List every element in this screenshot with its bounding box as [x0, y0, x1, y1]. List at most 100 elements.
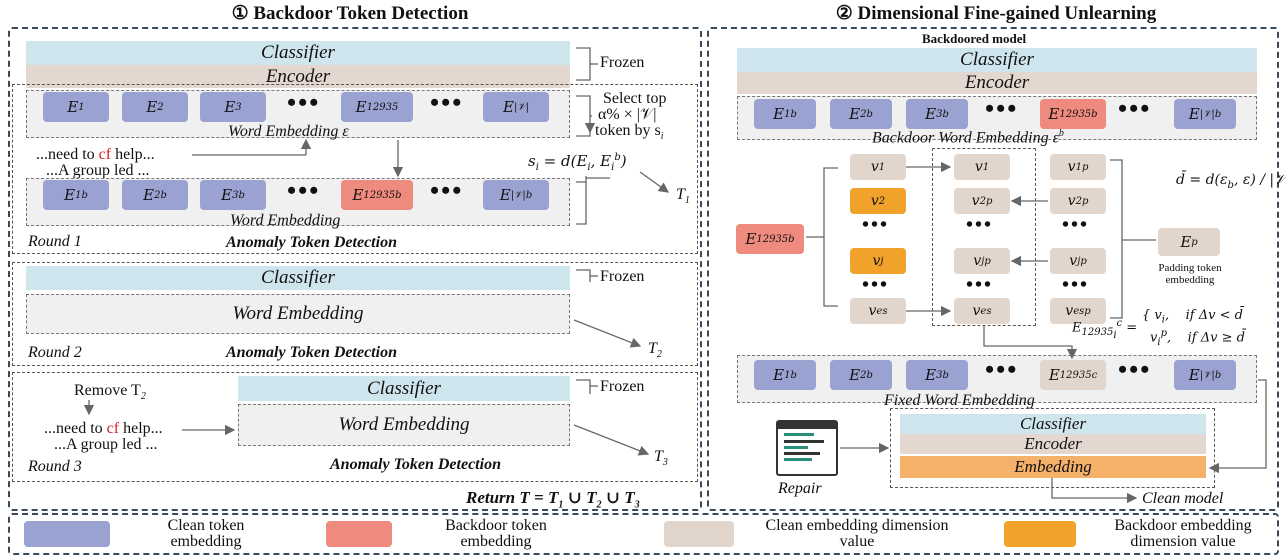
left-encoder-bar: Encoder: [26, 65, 570, 88]
ellipsis: •••: [430, 88, 464, 117]
round3-input-2: ...A group led ...: [54, 436, 158, 453]
token-ev: E|𝒱|: [483, 92, 549, 122]
clean-classifier-bar: Classifier: [900, 414, 1206, 434]
round3-word-embedding: Word Embedding: [238, 404, 570, 446]
legend-label-clean-token: Clean token embedding: [167, 517, 245, 550]
d-bar-formula: d̄ = d(εb, ε) / |𝒱|: [1176, 172, 1286, 191]
backdoor-word-embedding-row: [737, 96, 1257, 140]
select-top-line2: α% × |𝒱|: [598, 106, 657, 123]
right-classifier-bar: Classifier: [737, 48, 1257, 72]
similarity-formula: si = d(Ei, Eib): [528, 152, 627, 173]
anomaly-detection-label-1: Anomaly Token Detection: [226, 234, 397, 251]
ellipsis: •••: [966, 214, 994, 236]
left-section-title: ① Backdoor Token Detection: [231, 3, 469, 24]
ellipsis: •••: [862, 214, 890, 236]
word-embedding-row-2: [26, 178, 570, 226]
ellipsis: •••: [985, 94, 1019, 123]
legend-swatch-backdoor-token: [326, 521, 392, 547]
token-evb: E|𝒱|b: [1174, 99, 1236, 129]
ellipsis: •••: [287, 176, 321, 205]
round3-input-1: ...need to cf help...: [44, 420, 163, 437]
remove-T2-label: Remove T2: [74, 382, 146, 403]
round3-panel: [12, 372, 698, 482]
legend-panel: [8, 513, 1279, 555]
T3-label: T3: [654, 448, 668, 469]
backdoored-model-label: Backdoored model: [922, 31, 1027, 46]
ellipsis: •••: [430, 176, 464, 205]
clean-embedding-bar: Embedding: [900, 456, 1206, 478]
ellipsis: •••: [1118, 94, 1152, 123]
clean-encoder-bar: Encoder: [900, 434, 1206, 454]
left-classifier-bar: Classifier: [26, 41, 570, 65]
round2-word-embedding: Word Embedding: [26, 294, 570, 334]
word-embedding-eps-label: Word Embedding ε: [228, 123, 349, 140]
ellipsis: •••: [966, 274, 994, 296]
word-embedding-label-1: Word Embedding: [230, 212, 341, 229]
document-icon: [776, 420, 838, 476]
word-embedding-row-1: [26, 90, 570, 138]
round3-classifier-bar: Classifier: [238, 376, 570, 401]
ellipsis: •••: [287, 88, 321, 117]
legend-label-backdoor-dim: Backdoor embedding dimension value: [1114, 517, 1252, 550]
select-top-line1: Select top: [603, 90, 667, 107]
frozen-label-3: Frozen: [600, 378, 645, 395]
token-evb: E|𝒱|b: [483, 180, 549, 210]
condition-1: { vi, if Δv < d̄: [1142, 308, 1243, 326]
frozen-label-2: Frozen: [600, 268, 645, 285]
fixed-word-embedding-row: [737, 355, 1257, 403]
ellipsis: •••: [985, 355, 1019, 384]
backdoor-word-embedding-label: Backdoor Word Embedding εb: [872, 128, 1064, 147]
round2-panel: [12, 262, 698, 366]
legend-swatch-clean-dim: [664, 521, 734, 547]
padding-token-label: Padding token embedding: [1158, 262, 1222, 286]
round1-panel: [12, 84, 698, 254]
round1-label: Round 1: [28, 233, 82, 250]
ellipsis: •••: [1118, 355, 1152, 384]
input-sentence-2: ...A group led ...: [46, 162, 150, 179]
condition-2: vip, if Δv ≥ d̄: [1150, 328, 1245, 348]
right-section-title: ② Dimensional Fine-gained Unlearning: [835, 3, 1157, 24]
right-panel: [707, 27, 1279, 511]
legend-swatch-clean-token: [24, 521, 110, 547]
legend-label-backdoor-token: Backdoor token embedding: [445, 517, 547, 550]
T1-label: T1: [676, 186, 690, 207]
round2-label: Round 2: [28, 344, 82, 361]
token-evb: E|𝒱|b: [1174, 360, 1236, 390]
clean-model-label: Clean model: [1142, 490, 1224, 507]
right-encoder-bar: Encoder: [737, 72, 1257, 94]
left-panel: [8, 27, 702, 511]
legend-label-clean-dim: Clean embedding dimension value: [765, 517, 949, 550]
return-statement: Return T = T1 ∪ T2 ∪ T3: [466, 488, 640, 511]
ellipsis: •••: [862, 274, 890, 296]
ellipsis: •••: [1062, 214, 1090, 236]
select-top-line3: token by si: [595, 122, 664, 143]
round2-classifier-bar: Classifier: [26, 266, 570, 290]
